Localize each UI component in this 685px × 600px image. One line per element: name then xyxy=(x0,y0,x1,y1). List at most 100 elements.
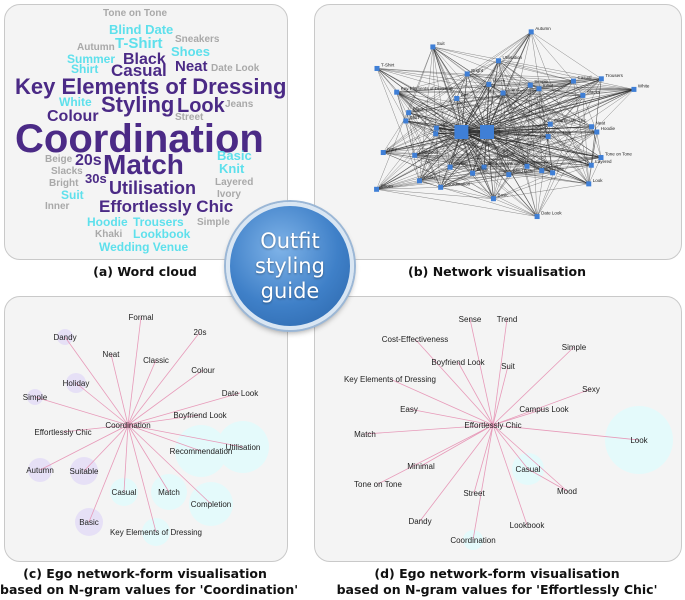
network-edge xyxy=(408,60,499,113)
network-edge xyxy=(472,172,509,175)
network-label-coordination: Coordination xyxy=(445,181,471,186)
network-edge xyxy=(493,174,510,199)
network-edge xyxy=(472,164,592,174)
ego-c-edge-effortlessly-chic xyxy=(62,424,129,433)
word-match: Match xyxy=(103,149,184,180)
network-label-tone-on-tone: Tone on Tone xyxy=(605,152,632,157)
ego-c-label-autumn: Autumn xyxy=(26,466,54,475)
word-suit: Suit xyxy=(61,188,84,202)
ego-c-label-simple: Simple xyxy=(23,393,48,402)
network-edge xyxy=(376,189,494,199)
network-node-key-elements-of-dressing xyxy=(394,89,400,95)
network-edge xyxy=(486,131,592,166)
network-edge xyxy=(467,73,602,80)
ego-d-edge-minimal xyxy=(420,424,494,467)
word-simple: Simple xyxy=(197,217,230,228)
network-label-suit: Suit xyxy=(437,41,446,46)
ego-c-label-colour: Colour xyxy=(191,366,215,375)
word-khaki: Khaki xyxy=(95,229,123,240)
word-t-shirt: T-Shirt xyxy=(115,35,163,52)
network-edge xyxy=(376,172,473,190)
network-edge xyxy=(383,31,532,153)
word-colour: Colour xyxy=(47,108,99,125)
network-node-sneakers xyxy=(545,134,551,140)
caption-d-line2: based on N-gram values for 'Effortlessly… xyxy=(336,582,658,597)
network-node-t-shirt xyxy=(374,65,380,71)
network-label-bright: Bright xyxy=(471,68,484,73)
ego-c-edge-holiday xyxy=(75,382,129,426)
network-label-beige: Beige xyxy=(477,167,489,172)
word-layered: Layered xyxy=(215,177,254,188)
ego-d-label-minimal: Minimal xyxy=(407,462,435,471)
network-edge xyxy=(440,187,494,199)
network-edge xyxy=(432,46,462,133)
network-node-trousers xyxy=(598,76,604,82)
word-street: Street xyxy=(175,112,204,123)
network-hub-node-1 xyxy=(454,125,469,139)
network-edge xyxy=(376,155,415,190)
ego-c-edge-dandy xyxy=(64,336,129,426)
word-summer: Summer xyxy=(67,52,116,66)
ego-d-edge-street xyxy=(473,424,494,494)
network-label-white: White xyxy=(638,83,650,88)
network-node-beige xyxy=(470,170,476,176)
ego-c-label-date-look: Date Look xyxy=(222,389,259,398)
ego-c-edge-suitable xyxy=(83,424,129,472)
ego-c-edge-autumn xyxy=(39,424,129,471)
network-edge xyxy=(432,46,488,133)
network-label-jeans: Jeans xyxy=(507,87,520,92)
network-label-slacks: Slacks xyxy=(587,89,601,94)
word-black: Black xyxy=(123,51,166,68)
network-edge xyxy=(461,78,602,133)
network-label-t-shirt: T-Shirt xyxy=(381,62,395,67)
network-edge xyxy=(493,80,574,199)
network-node-simple xyxy=(527,82,533,88)
ego-d-label-suit: Suit xyxy=(501,362,516,371)
network-label-effortlessly-chic: Effortlessly Chic xyxy=(554,118,587,123)
ego-c-edges xyxy=(34,316,244,533)
network-edge xyxy=(508,164,592,175)
network-edge xyxy=(376,157,602,190)
network-edge xyxy=(414,155,473,174)
ego-c-label-recommendation: Recommendation xyxy=(170,447,233,456)
network-label-key-elements-of-dressing: Key Elements of Dressing xyxy=(401,86,453,91)
network-label-khaki: Khaki xyxy=(423,175,434,180)
network-edge xyxy=(408,78,602,113)
network-node-suit xyxy=(430,44,436,50)
network-edge xyxy=(547,136,589,185)
network-edge xyxy=(508,89,635,175)
network-edge xyxy=(396,78,602,93)
network-edge xyxy=(486,60,499,133)
ego-c-label-classic: Classic xyxy=(143,356,169,365)
ego-d-edge-campus-look xyxy=(492,408,545,426)
word-ivory: Ivory xyxy=(217,189,241,200)
network-node-hoodie xyxy=(594,129,600,135)
ego-d-edge-casual xyxy=(492,424,529,470)
ego-c-edge-colour xyxy=(127,369,204,426)
network-edge xyxy=(456,98,549,137)
network-node-basic xyxy=(490,196,496,202)
word-shirt: Shirt xyxy=(71,62,99,76)
word-styling: Styling xyxy=(101,92,175,117)
ego-c-label-dandy: Dandy xyxy=(53,333,76,342)
network-edge xyxy=(539,88,634,90)
network-label-look: Look xyxy=(593,178,604,183)
network-edge xyxy=(408,112,451,168)
center-title-line2: styling xyxy=(255,253,325,278)
network-edge xyxy=(466,73,488,133)
word-slacks: Slacks xyxy=(51,166,83,177)
network-node-slacks xyxy=(580,92,586,98)
word-tone-on-tone: Tone on Tone xyxy=(103,8,168,19)
ego-c-label-utilisation: Utilisation xyxy=(226,443,261,452)
ego-d-label-street: Street xyxy=(463,489,485,498)
network-node-look xyxy=(586,181,592,187)
network-edge xyxy=(550,78,602,125)
ego-d-edge-sense xyxy=(469,318,494,426)
network-edge xyxy=(486,131,553,174)
ego-c-edge-key-elements-of-dressing xyxy=(127,424,157,533)
ego-c-edge-classic xyxy=(127,359,157,426)
ego-d-edge-dandy xyxy=(419,424,494,522)
network-edge xyxy=(531,31,602,80)
network-edge xyxy=(376,68,574,82)
